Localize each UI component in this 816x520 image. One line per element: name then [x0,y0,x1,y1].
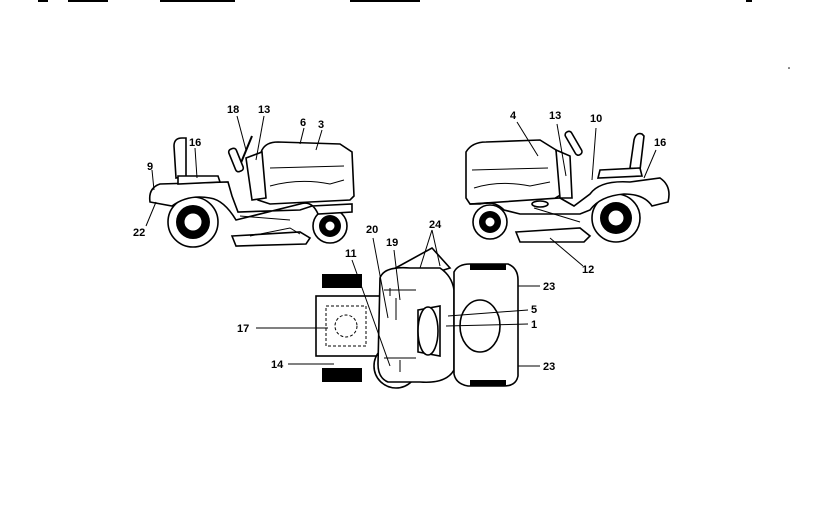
callout-22: 22 [133,227,145,239]
callout-23-bottom: 23 [543,361,555,373]
callout-10: 10 [590,113,602,125]
callout-3: 3 [318,119,324,131]
callout-13-left: 13 [258,104,270,116]
callout-17: 17 [237,323,249,335]
tractor-top-view [256,229,540,389]
callout-labels: 18 13 6 3 16 9 22 4 13 10 16 12 11 20 19… [133,104,666,373]
callout-12: 12 [582,264,594,276]
callout-16-right: 16 [654,137,666,149]
callout-20: 20 [366,224,378,236]
callout-24: 24 [429,219,442,231]
callout-16-left: 16 [189,137,201,149]
callout-9: 9 [147,161,153,173]
callout-19: 19 [386,237,398,249]
header-strip [38,0,790,69]
callout-14: 14 [271,359,284,371]
left-tractor-side-view [145,115,355,248]
callout-23-top: 23 [543,281,555,293]
callout-11: 11 [345,248,357,260]
callout-5: 5 [531,304,537,316]
callout-1: 1 [531,319,537,331]
callout-4: 4 [510,110,517,122]
right-tractor-side-view [465,121,670,267]
callout-13-right: 13 [549,110,561,122]
callout-18: 18 [227,104,239,116]
callout-6: 6 [300,117,306,129]
